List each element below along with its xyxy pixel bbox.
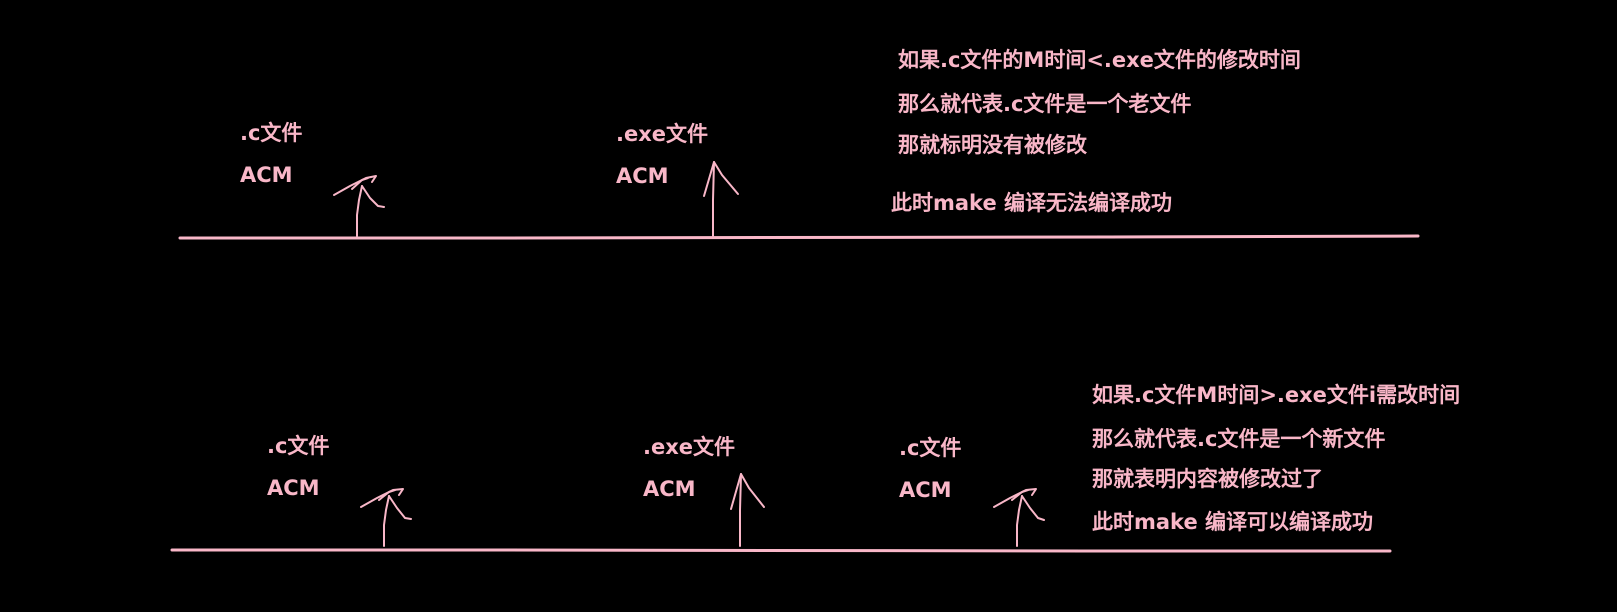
bottom-note-line-1: 如果.c文件M时间>.exe文件i需改时间	[1092, 383, 1461, 407]
bottom-c-file-2-name: .c文件	[899, 436, 962, 460]
bottom-note-line-2: 那么就代表.c文件是一个新文件	[1092, 427, 1386, 451]
bottom-exe-file-name: .exe文件	[643, 435, 736, 459]
top-exe-file-time-label: ACM	[616, 164, 669, 188]
top-timeline-axis	[178, 234, 1420, 240]
bottom-c-file-2-time-marker	[993, 488, 1045, 547]
top-exe-file-name: .exe文件	[616, 122, 709, 146]
bottom-c-file-1-name: .c文件	[267, 434, 330, 458]
top-note-line-1: 如果.c文件的M时间<.exe文件的修改时间	[898, 48, 1301, 72]
top-c-file-name: .c文件	[240, 121, 303, 145]
top-note-line-3: 那就标明没有被修改	[898, 133, 1087, 157]
top-note-line-2: 那么就代表.c文件是一个老文件	[898, 92, 1192, 116]
bottom-exe-file-time-label: ACM	[643, 477, 696, 501]
top-c-file-time-marker	[333, 175, 385, 237]
bottom-c-file-2-time-label: ACM	[899, 478, 952, 502]
bottom-c-file-1-time-label: ACM	[267, 476, 320, 500]
top-exe-file-time-marker	[703, 161, 739, 237]
bottom-note-line-4: 此时make 编译可以编译成功	[1092, 510, 1374, 534]
top-note-line-4: 此时make 编译无法编译成功	[891, 191, 1173, 215]
bottom-exe-file-time-marker	[730, 473, 765, 547]
bottom-c-file-1-time-marker	[360, 488, 412, 547]
top-c-file-time-label: ACM	[240, 163, 293, 187]
bottom-note-line-3: 那就表明内容被修改过了	[1092, 467, 1323, 491]
bottom-timeline-axis	[170, 548, 1392, 553]
